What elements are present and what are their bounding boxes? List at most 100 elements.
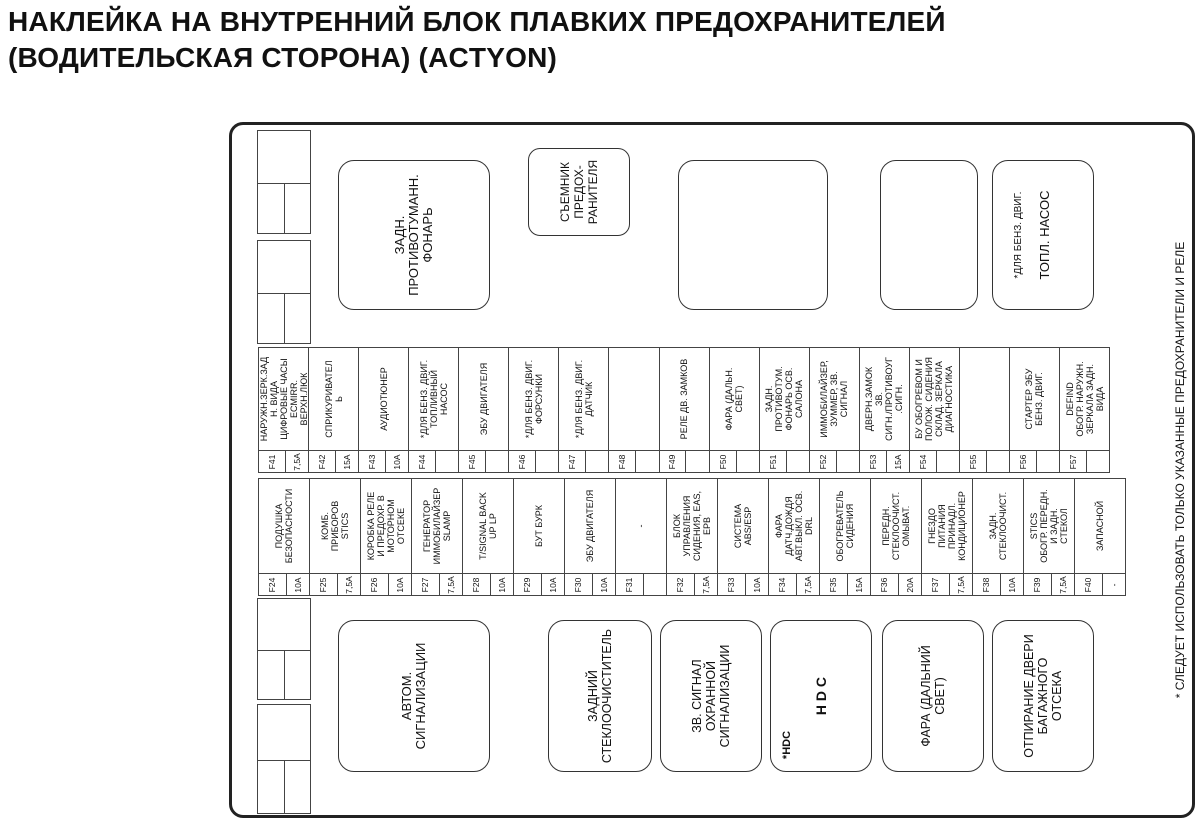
fuse-description: НАРУЖН.ЗЕРК.ЗАД Н. ВИДА ЦИФРОВЫЕ ЧАСЫ EC… (259, 348, 309, 450)
relay-alarm-label: АВТОМ. СИГНАЛИЗАЦИИ (399, 642, 428, 750)
fuse-description: ЭБУ ДВИГАТЕЛЯ (459, 348, 508, 450)
fuse-description: ГНЕЗДО ПИТАНИЯ ПРИНАДЛ. КОНДИЦИОНЕР (922, 479, 972, 573)
fuse-id: F28 (463, 573, 491, 595)
fuse-amperage-text: 10A (751, 576, 762, 593)
fuse-id: F50 (709, 450, 737, 472)
fuse-description-text: ЗАПАСНОЙ (1095, 500, 1105, 552)
fuse-description: ГЕНЕРАТОР ИММОБИЛАЙЗЕР SLAMP (412, 479, 462, 573)
fuse-description: DEFIND ОБОГР. НАРУЖН. ЗЕРКАЛА ЗАДН. ВИДА (1060, 348, 1109, 450)
fuse-puller-label: СЪЕМНИК ПРЕДОХ- РАНИТЕЛЯ (558, 159, 600, 225)
fuse-id-text: F32 (675, 577, 686, 592)
fuse-id-text: F38 (981, 577, 992, 592)
fuse-description-text: БУТ БУРК (534, 504, 544, 548)
fuse-description-text: ДВЕРН.ЗАМОК ЗВ. СИГН./ПРОТИВОУГ .СИГН. (864, 357, 905, 441)
fuse-description-text: ЗАДН. СТЕКЛООЧИСТ. (988, 491, 1008, 561)
fuse-id-text: F30 (573, 577, 584, 592)
fuse-description-text: ГНЕЗДО ПИТАНИЯ ПРИНАДЛ. КОНДИЦИОНЕР (927, 491, 967, 561)
fuse-description-text: *ДЛЯ БЕНЗ. ДВИГ. ТОПЛИВНЫЙ НАСОС (418, 359, 449, 439)
fuse-description-text: *ДЛЯ БЕНЗ. ДВИГ. ФОРСУНКИ (523, 359, 544, 439)
footnote: * СЛЕДУЕТ ИСПОЛЬЗОВАТЬ ТОЛЬКО УКАЗАННЫЕ … (1170, 130, 1190, 810)
title-line-1: НАКЛЕЙКА НА ВНУТРЕННИЙ БЛОК ПЛАВКИХ ПРЕД… (8, 6, 946, 37)
fuse-id-text: F36 (879, 577, 890, 592)
relay-hdc-label: H D C (813, 676, 829, 716)
fuse-id: F48 (609, 450, 637, 472)
fuse-slot: - F31 (616, 479, 667, 595)
fuse-id: F30 (565, 573, 593, 595)
fuse-id-text: F52 (817, 454, 828, 469)
fuse-description: СТАРТЕР ЭБУ БЕНЗ. ДВИГ. (1010, 348, 1059, 450)
fuse-id-text: F34 (777, 577, 788, 592)
fuse-description-text: КОРОБКА РЕЛЕ И ПРЕДОХР. В МОТОРНОМ ОТСЕК… (366, 491, 406, 561)
fuse-id: F25 (310, 573, 338, 595)
fuse-description: ЗАПАСНОЙ (1075, 479, 1125, 573)
page-title: НАКЛЕЙКА НА ВНУТРЕННИЙ БЛОК ПЛАВКИХ ПРЕД… (8, 4, 946, 76)
fuse-description-text: РЕЛЕ ДВ. ЗАМКОВ (679, 358, 690, 440)
fuse-id-text: F26 (369, 577, 380, 592)
fuse-description-text: ОБОГРЕВАТЕЛЬ СИДЕНИЯ (835, 490, 855, 562)
fuse-description (960, 348, 1009, 450)
fuse-description-text: БЛОК УПРАВЛЕНИЯ СИДЕНИЯ, EAS, EPB (672, 490, 712, 562)
fuse-amperage: 10A (592, 573, 615, 595)
relay-high-beam: ФАРА (ДАЛЬНИЙ СВЕТ) (882, 620, 984, 772)
fuse-description: STICS ОБОГР. ПЕРЕДН. И ЗАДН. СТЕКОЛ (1024, 479, 1074, 573)
fuse-amperage-text: 10A (394, 576, 405, 593)
fuse-description-text: БУ ОБОГРЕВОМ И ПОЛОЖ. СИДЕНИЯ СКЛАД. ЗЕР… (914, 357, 955, 441)
fuse-description: СПРИКУРИВАТЕЛ Ь (309, 348, 358, 450)
fuse-description-text: - (636, 524, 646, 528)
fuse-id: F33 (718, 573, 746, 595)
fuse-description: ПОДУШКА БЕЗОПАСНОСТИ (259, 479, 309, 573)
relay-horn: ЗВ. СИГНАЛ ОХРАННОЙ СИГНАЛИЗАЦИИ (660, 620, 762, 772)
fuse-amperage: 10A (490, 573, 513, 595)
fuse-amperage: 20A (898, 573, 921, 595)
fuse-id-text: F50 (717, 454, 728, 469)
fuse-amperage-text: 10A (547, 576, 558, 593)
fuse-description-text: СПРИКУРИВАТЕЛ Ь (323, 360, 344, 438)
fuse-id: F47 (559, 450, 587, 472)
fuse-description-text: ПЕРЕДН. СТЕКЛООЧИСТ. ОМЫВАТ. (881, 491, 911, 561)
fuse-id-text: F29 (522, 577, 533, 592)
fuse-amperage-text: 7,5A (802, 575, 813, 594)
fuse-description: *ДЛЯ БЕНЗ. ДВИГ. ДАТЧИК (559, 348, 608, 450)
fuse-amperage (1036, 450, 1059, 472)
fuse-id: F32 (667, 573, 695, 595)
fuse-description: КОРОБКА РЕЛЕ И ПРЕДОХР. В МОТОРНОМ ОТСЕК… (361, 479, 411, 573)
fuse-id: F26 (361, 573, 389, 595)
fuse-amperage: 7,5A (949, 573, 972, 595)
fuse-description (609, 348, 658, 450)
fuse-amperage: 7,5A (796, 573, 819, 595)
fuse-id-text: F40 (1083, 577, 1094, 592)
fuse-amperage: 10A (745, 573, 768, 595)
fuse-slot: *ДЛЯ БЕНЗ. ДВИГ. ФОРСУНКИ F46 (509, 348, 560, 472)
fuse-id-text: F46 (517, 454, 528, 469)
fuse-amperage (536, 450, 559, 472)
fuse-amperage: 15A (886, 450, 909, 472)
fuse-slot: ДВЕРН.ЗАМОК ЗВ. СИГН./ПРОТИВОУГ .СИГН.F5… (859, 348, 910, 472)
fuse-id-text: F48 (617, 454, 628, 469)
mini-relay-1 (257, 130, 311, 234)
relay-blank-1 (678, 160, 828, 310)
fuse-id-text: F28 (471, 577, 482, 592)
fuse-id: F51 (759, 450, 787, 472)
fuse-amperage: 10A (388, 573, 411, 595)
fuse-id: F31 (616, 573, 644, 595)
fuse-id-text: F31 (624, 577, 635, 592)
fuse-description-text: СИСТЕМА ABS/ESP (733, 503, 753, 549)
fuse-description: *ДЛЯ БЕНЗ. ДВИГ. ФОРСУНКИ (509, 348, 558, 450)
fuse-description: ЗАДН. СТЕКЛООЧИСТ. (973, 479, 1023, 573)
fuse-description: БУТ БУРК (514, 479, 564, 573)
fuse-id-text: F55 (967, 454, 978, 469)
fuse-slot: НАРУЖН.ЗЕРК.ЗАД Н. ВИДА ЦИФРОВЫЕ ЧАСЫ EC… (259, 348, 310, 472)
relay-rear-fog-label: ЗАДН. ПРОТИВОТУМАНН. ФОНАРЬ (392, 174, 435, 296)
relay-high-beam-label: ФАРА (ДАЛЬНИЙ СВЕТ) (919, 645, 947, 747)
